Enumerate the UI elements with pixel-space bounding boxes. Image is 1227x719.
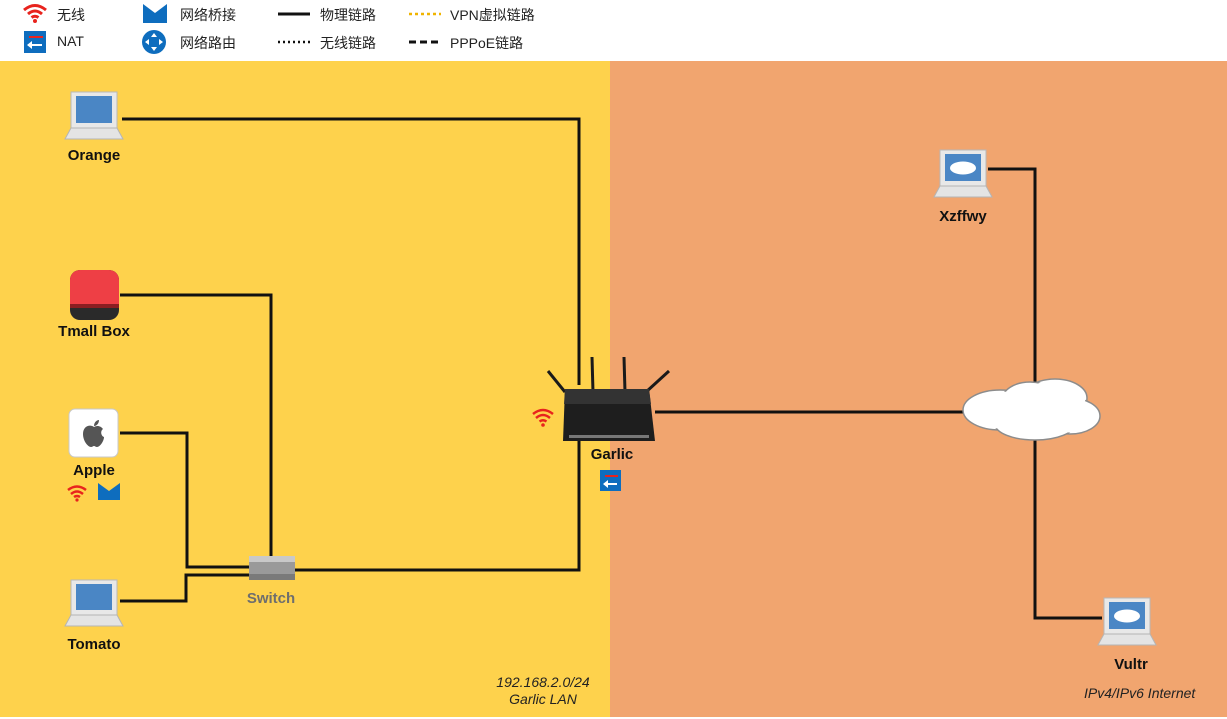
wifi-icon: [23, 4, 47, 23]
link-internet-vultr: [1033, 437, 1102, 620]
legend-bridge-label: 网络桥接: [180, 7, 236, 23]
legend-wireless-label: 无线: [57, 7, 85, 23]
router-icon: [142, 30, 166, 54]
link-tomato-switch: [120, 573, 251, 603]
node-label-tmall-box: Tmall Box: [58, 323, 130, 340]
laptop-tomato-icon[interactable]: [64, 579, 124, 627]
link-xzffwy-internet: [988, 167, 1037, 382]
link-orange-garlic: [122, 117, 581, 385]
link-tmallbox-switch: [120, 293, 273, 557]
legend: 无线 NAT 网络桥接 网络路由 物理链路 无线链路 VPN虚拟链路 PPPoE…: [0, 0, 1227, 61]
legend-routing-label: 网络路由: [180, 35, 236, 51]
link-apple-switch: [120, 431, 251, 569]
legend-pppoe-link-label: PPPoE链路: [450, 35, 524, 51]
node-label-vultr: Vultr: [1114, 656, 1148, 673]
pppoe-link-swatch: [409, 40, 441, 44]
vpn-link-swatch: [409, 12, 441, 16]
apple-wifi-icon: [67, 485, 87, 502]
internet-zone-label: IPv4/IPv6 Internet: [1084, 685, 1196, 701]
laptop-orange-icon[interactable]: [64, 91, 124, 140]
legend-physical-link-label: 物理链路: [320, 7, 376, 23]
node-label-switch: Switch: [246, 590, 296, 607]
wireless-link-swatch: [278, 40, 310, 44]
node-label-apple: Apple: [73, 462, 115, 479]
node-label-garlic: Garlic: [590, 446, 634, 463]
garlic-router-icon[interactable]: [546, 356, 671, 441]
node-label-xzffwy: Xzffwy: [939, 208, 987, 225]
server-vultr-icon[interactable]: [1097, 597, 1157, 646]
lan-zone-label: 192.168.2.0/24 Garlic LAN: [482, 674, 604, 708]
garlic-nat-icon: [600, 470, 621, 491]
switch-icon[interactable]: [249, 556, 295, 580]
server-xzffwy-icon[interactable]: [933, 149, 993, 198]
physical-link-swatch: [278, 12, 310, 16]
apple-device-icon[interactable]: [68, 408, 119, 458]
link-switch-garlic: [293, 440, 581, 572]
apple-bridge-icon: [98, 483, 120, 500]
tmall-box-icon[interactable]: [70, 270, 119, 320]
lan-name-label: Garlic LAN: [509, 691, 577, 707]
lan-subnet-label: 192.168.2.0/24: [496, 674, 590, 690]
legend-wireless-link-label: 无线链路: [320, 35, 376, 51]
bridge-icon: [143, 4, 167, 23]
legend-nat-label: NAT: [57, 33, 84, 49]
legend-vpn-link-label: VPN虚拟链路: [450, 7, 535, 23]
node-label-orange: Orange: [67, 147, 121, 164]
garlic-wifi-icon: [532, 408, 554, 427]
node-label-tomato: Tomato: [67, 636, 121, 653]
internet-cloud-icon[interactable]: [962, 378, 1101, 441]
nat-icon: [24, 31, 46, 53]
